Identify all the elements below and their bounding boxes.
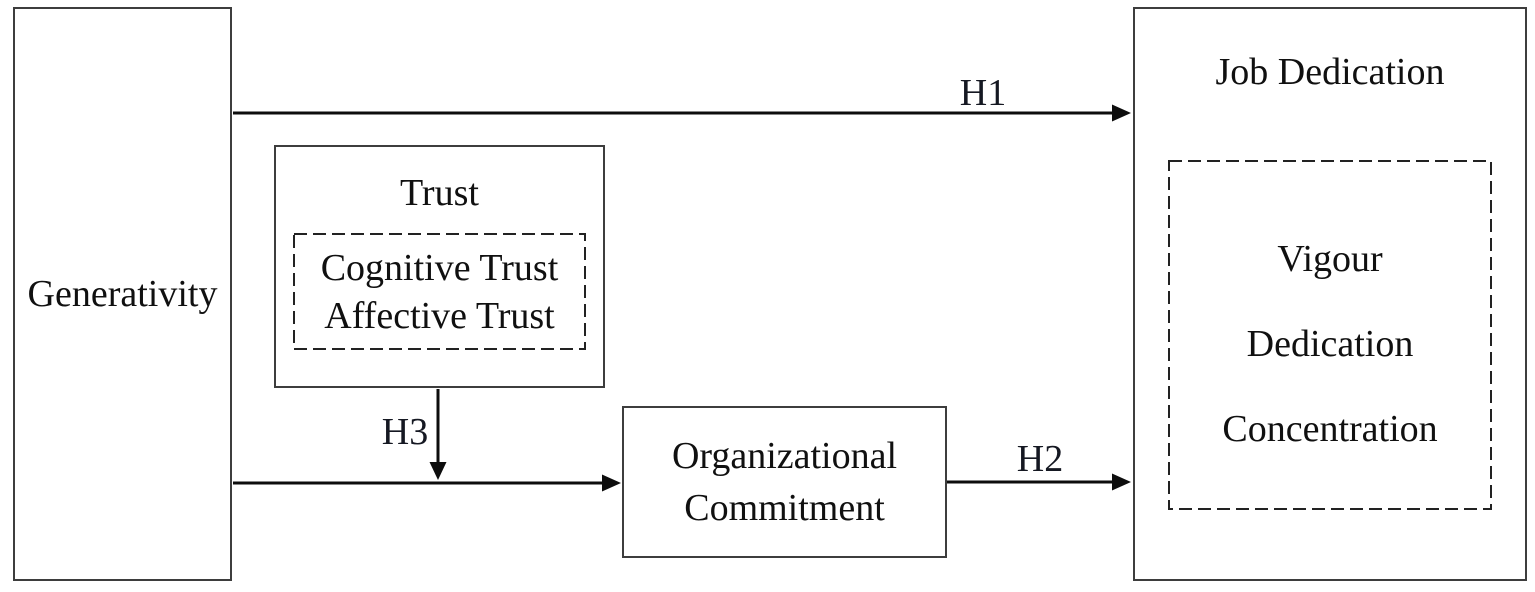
h1-arrowhead-icon: [1112, 104, 1131, 122]
generativity-label: Generativity: [27, 273, 218, 315]
organizational-commitment-label: Organizational Commitment: [671, 435, 898, 529]
node-trust: Trust Cognitive Trust Affective Trust: [274, 145, 605, 388]
h1-label: H1: [959, 72, 1007, 114]
job-dedication-title: Job Dedication: [1215, 51, 1445, 93]
trust-dimension-cognitive: Cognitive Trust: [320, 246, 559, 289]
job-dedication-dimensions-group: Vigour Dedication Concentration: [1168, 160, 1492, 510]
trust-dimensions-dashed-box: [293, 233, 586, 350]
h2-arrowhead-icon: [1112, 473, 1131, 491]
trust-title: Trust: [400, 172, 479, 214]
node-organizational-commitment: Organizational Commitment: [622, 406, 947, 558]
h2-label: H2: [1016, 438, 1064, 480]
node-generativity: Generativity: [13, 7, 232, 581]
trust-dimension-affective: Affective Trust: [324, 294, 555, 337]
job-dimension-vigour: Vigour: [1277, 238, 1383, 280]
job-dimension-dedication: Dedication: [1246, 323, 1414, 365]
node-job-dedication: Job Dedication Vigour Dedication Concent…: [1133, 7, 1527, 581]
h3-label: H3: [381, 411, 429, 453]
h3-arrowhead-icon: [429, 462, 447, 480]
job-dimension-concentration: Concentration: [1222, 408, 1438, 450]
job-dedication-dimensions-dashed-box: [1168, 160, 1492, 510]
generativity-commitment-arrowhead-icon: [602, 474, 621, 492]
trust-dimensions-group: Cognitive Trust Affective Trust: [293, 233, 586, 350]
